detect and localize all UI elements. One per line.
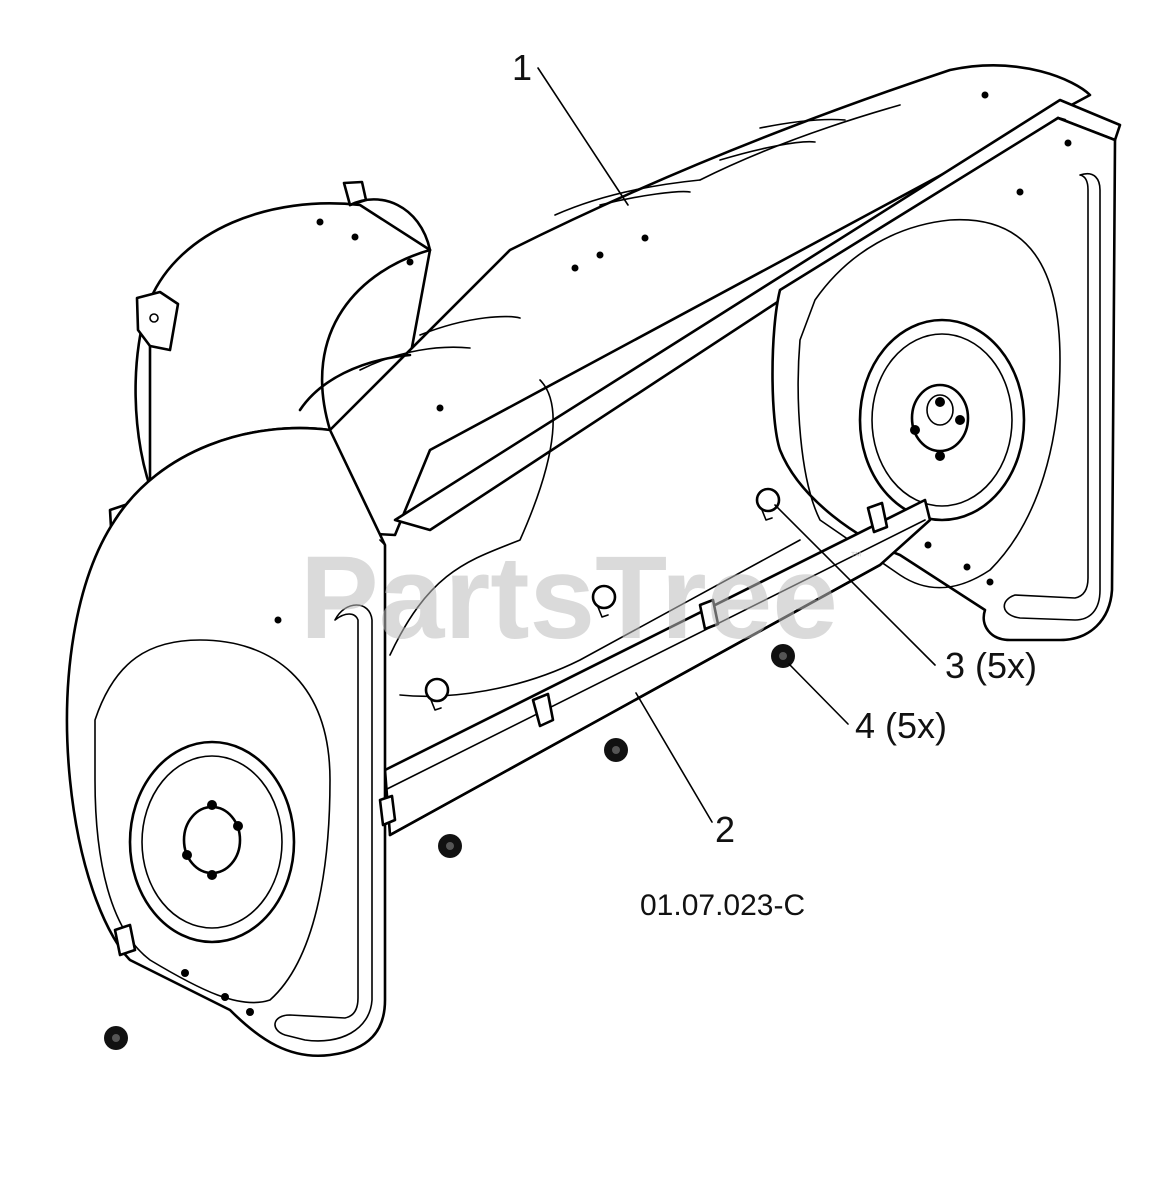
reference-code: 01.07.023-C: [640, 889, 805, 922]
hex-nut: [604, 738, 628, 762]
watermark-trademark: ™: [850, 549, 862, 563]
hex-nut: [771, 644, 795, 668]
right-side-panel: [771, 116, 1117, 642]
left-side-panel: [65, 426, 397, 1058]
watermark: PartsTree ™: [300, 532, 862, 664]
base-plate: [389, 379, 801, 698]
leader-lines: [537, 67, 936, 823]
leader-line-2: [635, 692, 713, 823]
carriage-bolts: [424, 487, 781, 711]
leader-line-1: [537, 67, 629, 206]
carriage-bolt: [424, 677, 450, 711]
carriage-bolt: [755, 487, 781, 521]
callout-1: 1: [512, 47, 532, 88]
hex-nut: [104, 1026, 128, 1050]
watermark-text: PartsTree: [300, 532, 838, 664]
hex-nuts: [104, 644, 795, 1050]
scraper-bar: [383, 498, 932, 837]
hex-nut: [438, 834, 462, 858]
leader-line-4: [788, 663, 849, 725]
carriage-bolt: [591, 584, 617, 618]
callout-4: 4 (5x): [855, 705, 947, 746]
leader-line-3: [774, 504, 936, 666]
callout-2: 2: [715, 809, 735, 850]
callout-3: 3 (5x): [945, 645, 1037, 686]
